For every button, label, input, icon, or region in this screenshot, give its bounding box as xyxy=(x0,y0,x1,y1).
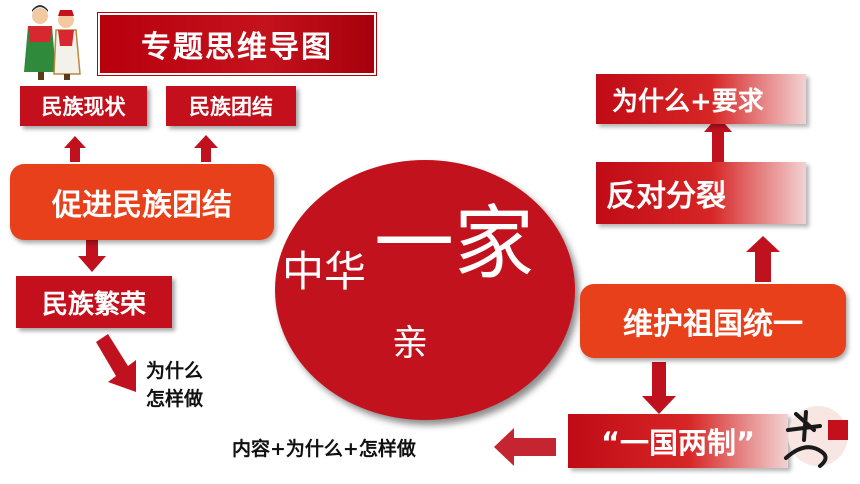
arrow-left-to-content xyxy=(494,428,556,466)
center-text-zhonghua: 中华 xyxy=(282,247,367,296)
chinese-dream-seal-icon xyxy=(784,406,848,468)
center-text-qin: 亲 xyxy=(392,323,429,364)
label-why: 为什么 xyxy=(146,360,204,382)
node-promote-unity: 促进民族团结 xyxy=(10,164,274,240)
label-how: 怎样做 xyxy=(146,388,204,410)
node-why-require: 为什么+要求 xyxy=(596,74,806,124)
center-circle xyxy=(275,160,575,420)
ethnic-figures-illustration xyxy=(24,5,81,80)
arrow-up-to-unity xyxy=(194,135,218,162)
arrow-down-to-prosper xyxy=(78,240,106,272)
arrow-down-to-two-systems xyxy=(642,362,676,414)
center-text-yijia: 一家 xyxy=(374,197,534,290)
arrow-diagonal-to-why-how xyxy=(96,334,136,392)
label-content-why-how: 内容+为什么+怎样做 xyxy=(232,438,416,460)
node-oppose-split: 反对分裂 xyxy=(596,162,806,224)
node-maintain-unification: 维护祖国统一 xyxy=(580,284,846,358)
node-ethnic-prosperity: 民族繁荣 xyxy=(16,276,172,328)
arrow-up-to-oppose xyxy=(746,236,780,282)
node-one-country-two-systems: “一国两制” xyxy=(568,414,788,468)
node-ethnic-status: 民族现状 xyxy=(20,86,147,126)
node-ethnic-unity: 民族团结 xyxy=(166,86,296,126)
arrow-up-to-why-require xyxy=(704,116,732,162)
arrow-up-to-status xyxy=(64,136,86,162)
page-title: 专题思维导图 xyxy=(97,12,377,76)
